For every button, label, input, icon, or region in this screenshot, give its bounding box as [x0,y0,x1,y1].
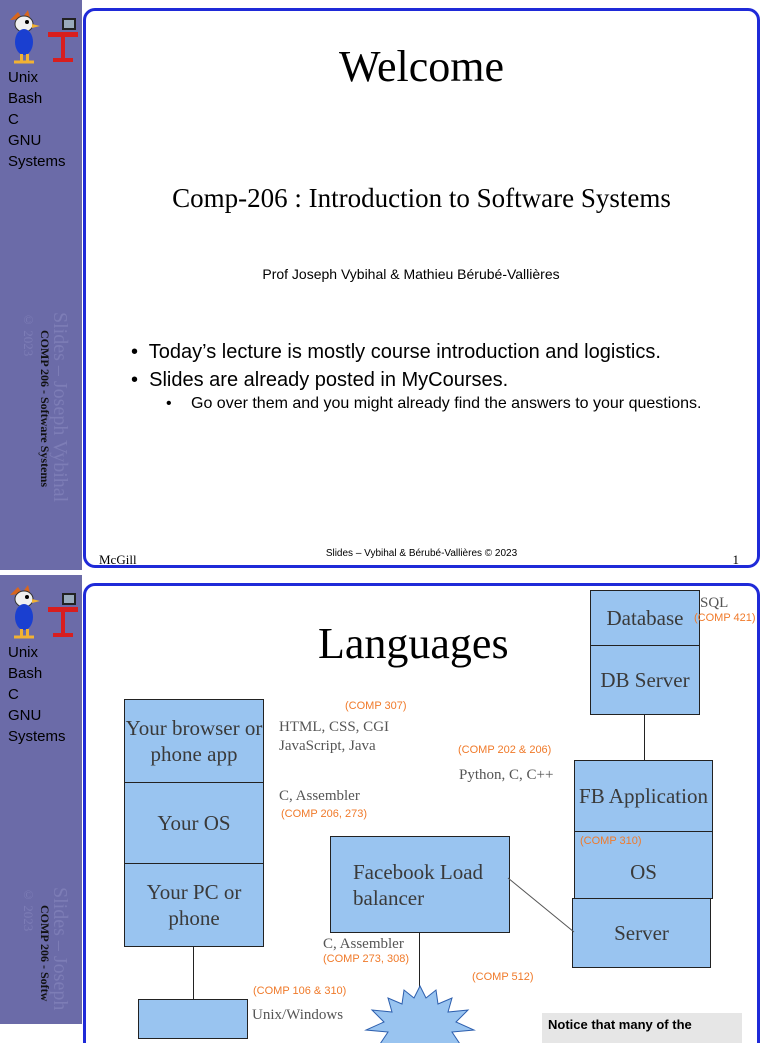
db-server-box: DB Server [590,645,700,715]
comp421-label: (COMP 421) [694,612,756,624]
page-number: 1 [732,552,740,567]
notice-callout: Notice that many of the [542,1013,742,1043]
topic-item: Systems [8,728,66,745]
sub-bullet: • Go over them and you might already fin… [166,392,706,415]
web-langs-label-2: JavaScript, Java [279,738,376,754]
c-assembler-label: C, Assembler [279,788,360,804]
bullet-item: • Today’s lecture is mostly course intro… [131,338,661,366]
comp512-label: (COMP 512) [472,971,534,983]
fb-app-box: FB Application [574,760,713,832]
load-balancer-box: Facebook Load balancer [330,836,510,933]
connector-line [644,715,645,761]
slide-title: Languages [318,619,509,668]
topic-list: Unix Bash C GNU Systems [8,642,66,747]
topic-item: Bash [8,90,43,107]
topic-list: Unix Bash C GNU Systems [8,67,66,172]
pc-box: Your PC or phone [124,863,264,947]
connector-diagonal [507,877,575,933]
python-label: Python, C, C++ [459,767,554,783]
slide-title: Welcome [338,42,505,91]
slide-subtitle: Comp-206 : Introduction to Software Syst… [172,183,671,213]
bullet-item: • Slides are already posted in MyCourses… [131,366,661,394]
fb-os-box: OS [574,831,713,899]
mascot-icon [10,585,78,639]
topic-item: Unix [8,644,39,661]
sub-bullet-marker: • [166,395,172,412]
c-assembler-label-2: C, Assembler [323,936,404,952]
comp307-label: (COMP 307) [345,700,407,712]
server-box: Server [572,898,711,968]
bullet-marker: • [131,341,139,363]
topic-item: GNU [8,707,42,724]
watermark-author: Slides – Joseph [49,887,71,1011]
watermark-author: Slides – Joseph Vybihal [49,312,71,503]
slide-welcome: Welcome Comp-206 : Introduction to Softw… [83,8,760,568]
connector-line [193,947,194,1007]
connector-line [419,933,420,991]
comp310-label: (COMP 310) [580,835,642,847]
comp202-206-label: (COMP 202 & 206) [458,744,552,756]
watermark-year: © 2023 [21,312,36,357]
topic-item: C [8,686,19,703]
fb-os-label: OS [630,860,657,884]
bullet-marker: • [131,369,139,391]
sub-bullet-text: Go over them and you might already find … [191,395,702,412]
slide-languages: Languages Your browser or phone app Your… [83,583,760,1043]
course-vertical-label: COMP 206 - Software Systems [38,330,52,488]
topic-item: C [8,111,19,128]
sidebar-slide-1: Unix Bash C GNU Systems Slides – Joseph … [0,0,82,570]
mascot-icon [10,10,78,64]
topic-item: Unix [8,69,39,86]
comp273-308-label: (COMP 273, 308) [323,953,410,965]
comp206-273-label: (COMP 206, 273) [281,808,368,820]
topic-item: Systems [8,153,66,170]
footer-credits: Slides – Vybihal & Bérubé-Vallières © 20… [325,548,518,559]
web-langs-label-1: HTML, CSS, CGI [279,719,390,735]
course-vertical-label: COMP 206 - Softw [38,905,52,1002]
bullet-text: Today’s lecture is mostly course introdu… [148,341,661,363]
watermark-year: © 2023 [21,887,36,932]
footer-mcgill: McGill [99,552,137,567]
network-box [138,999,248,1039]
bullet-list: • Today’s lecture is mostly course intro… [131,338,661,394]
topic-item: GNU [8,132,42,149]
browser-box: Your browser or phone app [124,699,264,783]
comp106-310-label: (COMP 106 & 310) [253,985,347,997]
sidebar-slide-2: Unix Bash C GNU Systems Slides – Joseph … [0,575,82,1024]
topic-item: Bash [8,665,43,682]
os-box: Your OS [124,782,264,864]
sql-label: SQL [700,595,729,611]
slide-authors: Prof Joseph Vybihal & Mathieu Bérubé-Val… [262,266,560,282]
internet-burst-icon [364,984,476,1043]
database-box: Database [590,590,700,646]
unix-windows-label: Unix/Windows [252,1007,344,1023]
bullet-text: Slides are already posted in MyCourses. [149,369,509,391]
